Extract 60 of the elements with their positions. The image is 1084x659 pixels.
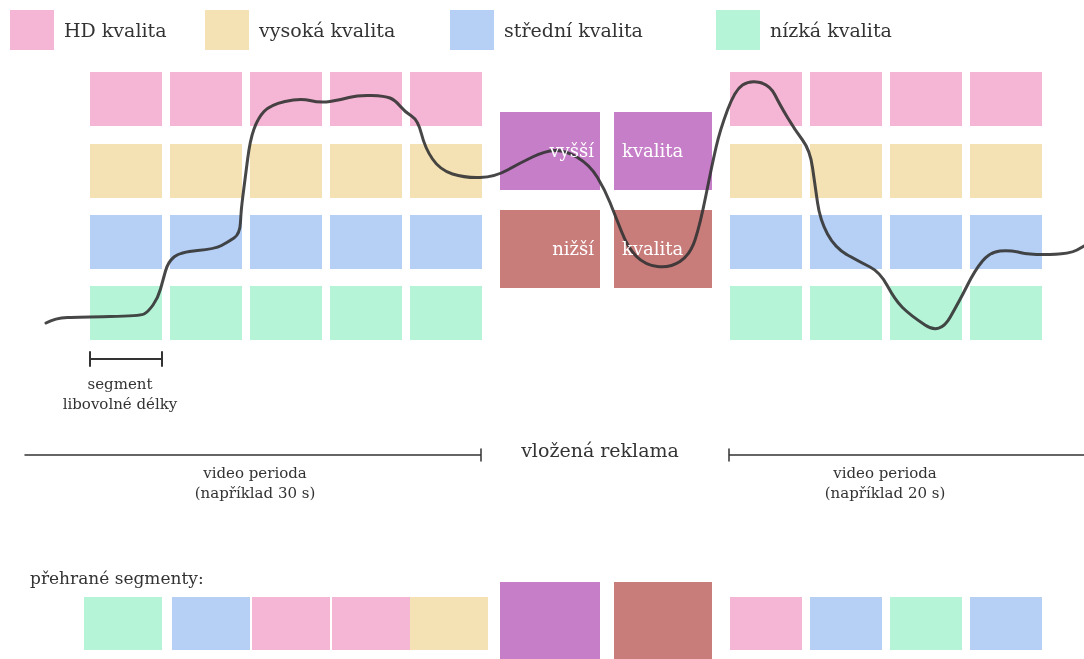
segment-box [890,597,962,650]
segment-box [410,215,482,269]
segment-box [614,582,712,659]
segment-box [890,72,962,126]
segment-box [890,144,962,198]
legend-label: nízká kvalita [770,18,892,42]
segment-box [172,597,250,650]
segment-box [90,144,162,198]
legend-label: vysoká kvalita [259,18,396,42]
segment-label: kvalita [622,140,684,162]
segment-box [890,286,962,340]
segment-box [170,72,242,126]
legend-label: HD kvalita [64,18,167,42]
segment-box [250,215,322,269]
segment-box [500,582,600,659]
segment-box [730,215,802,269]
segment-box [170,286,242,340]
segment-box [970,144,1042,198]
segment-box [330,286,402,340]
segment-box [810,144,882,198]
segment-caption: segment libovolné délky [61,374,179,414]
segment-box [730,597,802,650]
segment-box [730,72,802,126]
segment-box [250,144,322,198]
segment-box [90,72,162,126]
row-caption: přehrané segmenty: [30,568,205,588]
quality-segment-box [614,112,712,190]
segment-box [170,215,242,269]
segment-box [970,286,1042,340]
segment-box [730,144,802,198]
quality-segment-box [500,210,600,288]
segment-box [84,597,162,650]
period-caption: video perioda (například 20 s) [823,463,947,503]
segment-box [970,597,1042,650]
segment-box [90,286,162,340]
segment-box [330,72,402,126]
segment-label: nižší [552,238,594,260]
segment-box [810,215,882,269]
segment-box [250,72,322,126]
segment-box [970,72,1042,126]
segment-box [330,215,402,269]
segment-box [730,286,802,340]
segment-box [410,144,482,198]
segment-box [410,597,488,650]
segment-box [890,215,962,269]
segment-box [410,286,482,340]
segment-box [252,597,330,650]
segment-box [810,597,882,650]
segment-box [810,72,882,126]
segment-box [250,286,322,340]
quality-segment-box [500,112,600,190]
segment-box [332,597,410,650]
segment-box [970,215,1042,269]
segment-box [410,72,482,126]
segment-box [330,144,402,198]
segment-box [810,286,882,340]
period-caption: video perioda (například 30 s) [193,463,317,503]
segment-box [90,215,162,269]
legend-label: střední kvalita [504,18,643,42]
segment-box [170,144,242,198]
